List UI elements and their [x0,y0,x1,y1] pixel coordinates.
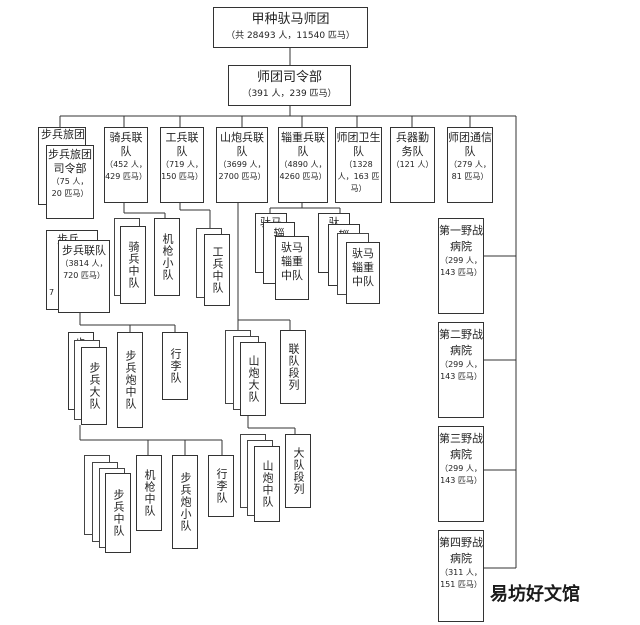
bn-baggage-label: 行李队 [215,468,228,504]
battalion-train-box: 大队段列 [285,434,311,508]
inf-baggage-box: 行李队 [162,332,188,400]
division-box: 甲种驮马师团 （共 28493 人，11540 匹马） [213,7,368,48]
field-hospital-4-title: 第四野战病院 [439,536,483,565]
engineer-regiment-strength: （719 人，150 匹马） [161,160,203,181]
field-hospital-3-strength: （299 人，143 匹马） [440,464,482,485]
field-hospital-3: 第三野战病院 （299 人，143 匹马） [438,426,484,522]
art-company-box: 山炮中队 [254,446,280,522]
ordnance-unit-title: 兵器勤务队 [396,131,429,158]
regiment-train-label: 联队段列 [287,343,300,391]
field-hospital-2-title: 第二野战病院 [439,328,483,357]
cavalry-regiment-strength: （452 人，429 匹马） [105,160,147,181]
division-hq-title: 师团司令部 [256,70,322,85]
brigade-hq-title: 步兵旅团司令部 [48,148,92,175]
field-hospital-4: 第四野战病院 （311 人，151 匹马） [438,530,484,622]
cavalry-company-label: 骑兵中队 [127,241,140,289]
field-hospital-4-strength: （311 人，151 匹马） [440,568,482,589]
signal-unit-box: 师团通信队 （279 人，81 匹马） [447,127,493,203]
ordnance-unit-box: 兵器勤务队 （121 人） [390,127,435,203]
infantry-regiment-title: 步兵联队 [62,244,106,257]
cavalry-mg-box: 机枪小队 [154,218,180,296]
infantry-regiment-back-side: 7 [49,288,55,297]
field-hospital-2-strength: （299 人，143 匹马） [440,360,482,381]
division-hq-box: 师团司令部 （391 人，239 匹马） [228,65,351,106]
inf-gun-company-box: 步兵炮中队 [117,332,143,428]
inf-gun-platoon-box: 步兵炮小队 [172,455,198,549]
field-hospital-2: 第二野战病院 （299 人，143 匹马） [438,322,484,418]
infantry-regiment-strength: （3814 人，720 匹马） [60,259,108,280]
field-hospital-1: 第一野战病院 （299 人，143 匹马） [438,218,484,314]
bn-baggage-box: 行李队 [208,455,234,517]
transport-regiment-box: 辎重兵联队 （4890 人，4260 匹马） [278,127,328,203]
inf-company-label: 步兵中队 [112,489,125,537]
transport-regiment-strength: （4890 人，4260 匹马） [279,160,327,181]
brigade-hq-box: 步兵旅团司令部 （75 人，20 匹马） [46,145,94,219]
transport-company-left: 驮马辎重中队 [275,236,309,300]
field-hospital-1-strength: （299 人，143 匹马） [440,256,482,277]
field-hospital-3-title: 第三野战病院 [439,432,483,461]
regiment-train-box: 联队段列 [280,330,306,404]
infantry-regiment-box: 步兵联队 （3814 人，720 匹马） [58,240,110,313]
watermark: 易坊好文馆 [490,584,580,605]
inf-gun-company-label: 步兵炮中队 [124,350,137,410]
battalion-train-label: 大队段列 [292,447,305,495]
artillery-regiment-strength: （3699 人，2700 匹马） [218,160,266,181]
transport-frag-2-label: 辎 [273,227,285,240]
cavalry-regiment-title: 骑兵联队 [109,131,143,158]
medical-unit-strength: （1328 人，163 匹马） [337,160,380,193]
signal-unit-strength: （279 人，81 匹马） [449,160,491,181]
engineer-regiment-box: 工兵联队 （719 人，150 匹马） [160,127,204,203]
mg-company-label: 机枪中队 [143,469,156,517]
division-title: 甲种驮马师团 [251,12,330,27]
inf-company-box: 步兵中队 [105,473,131,553]
brigade-hq-strength: （75 人，20 匹马） [51,177,89,198]
transport-company-right: 驮马辎重中队 [346,242,380,304]
signal-unit-title: 师团通信队 [448,131,492,158]
art-battalion-label: 山炮大队 [247,355,260,403]
artillery-regiment-title: 山炮兵联队 [220,131,264,158]
division-strength: （共 28493 人，11540 匹马） [226,31,355,41]
field-hospital-1-title: 第一野战病院 [439,224,483,253]
ordnance-unit-strength: （121 人） [391,160,434,169]
cavalry-company-box: 骑兵中队 [120,226,146,304]
inf-baggage-label: 行李队 [169,348,182,384]
inf-battalion-box: 步兵大队 [81,347,107,425]
cavalry-regiment-box: 骑兵联队 （452 人，429 匹马） [104,127,148,203]
transport-company-right-label: 驮马辎重中队 [352,247,374,288]
transport-regiment-title: 辎重兵联队 [281,131,325,158]
division-hq-strength: （391 人，239 匹马） [242,89,337,99]
art-company-label: 山炮中队 [261,460,274,508]
art-battalion-box: 山炮大队 [240,342,266,416]
inf-battalion-label: 步兵大队 [88,362,101,410]
cavalry-mg-label: 机枪小队 [161,233,174,281]
transport-company-left-label: 驮马辎重中队 [281,241,303,282]
medical-unit-title: 师团卫生队 [336,131,381,158]
engineer-company-box: 工兵中队 [204,234,230,306]
medical-unit-box: 师团卫生队 （1328 人，163 匹马） [335,127,382,203]
infantry-brigade-title: 步兵旅团 [41,128,85,141]
inf-gun-platoon-label: 步兵炮小队 [179,472,192,532]
transport-frag-3-label: 驮 [328,216,340,229]
artillery-regiment-box: 山炮兵联队 （3699 人，2700 匹马） [216,127,268,203]
engineer-regiment-title: 工兵联队 [165,131,199,158]
mg-company-box: 机枪中队 [136,455,162,531]
engineer-company-label: 工兵中队 [211,246,224,294]
